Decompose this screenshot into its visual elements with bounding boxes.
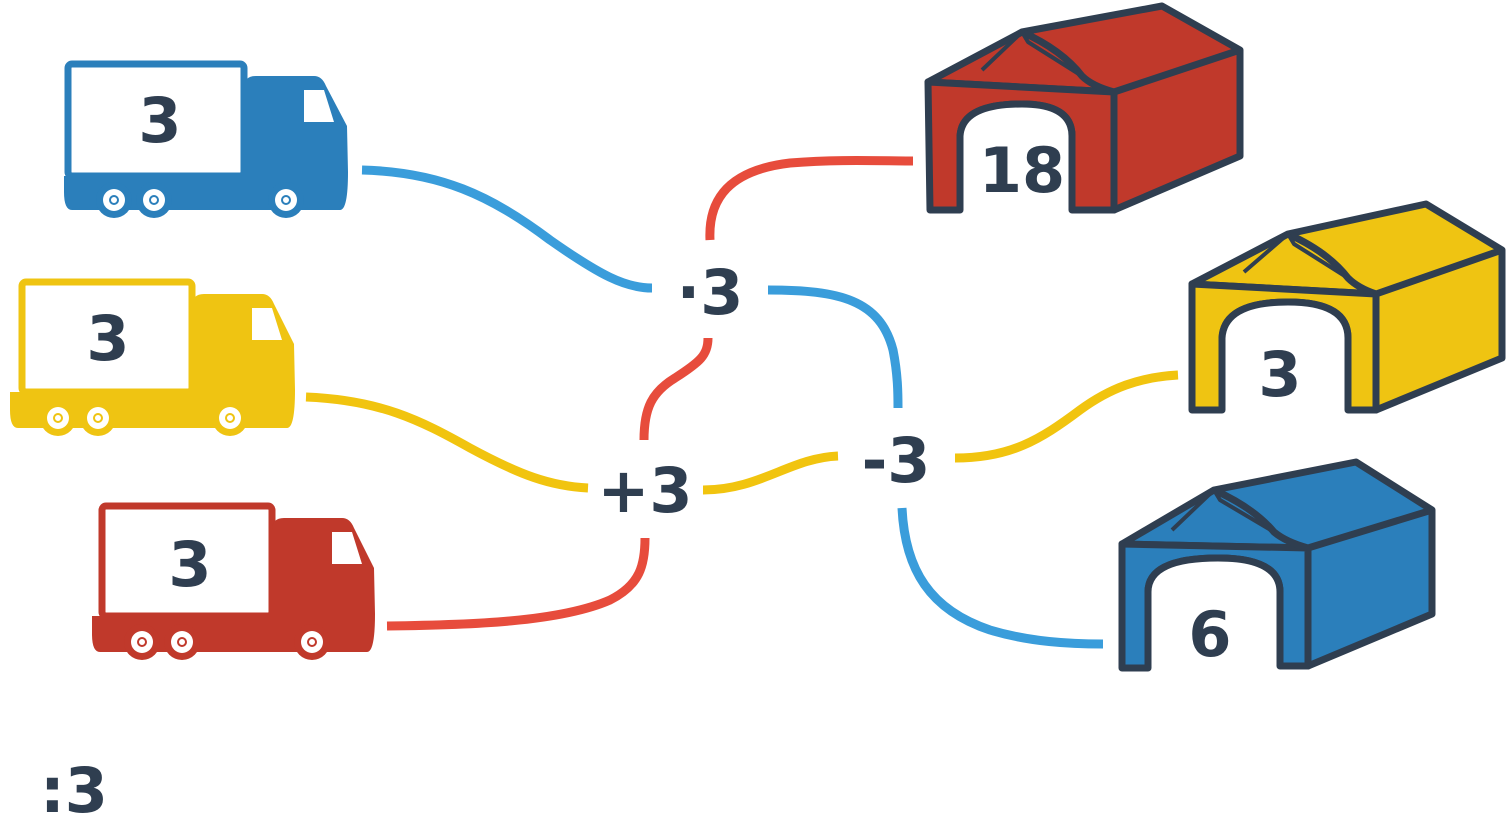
- operator-multiply-label: ·3: [677, 256, 744, 329]
- truck-icon: [10, 278, 295, 436]
- road-blue-subtract-to-garage: [897, 507, 1104, 649]
- roads: [305, 156, 1179, 649]
- leftover-operator[interactable]: :3: [40, 754, 108, 827]
- garage-yellow[interactable]: 3: [1188, 200, 1506, 416]
- garage-yellow-value: 3: [1258, 338, 1301, 411]
- road-red-multiply-to-garage: [705, 156, 914, 241]
- leftover-operator-label: :3: [40, 754, 108, 827]
- road-blue-truck-to-multiply: [361, 165, 653, 293]
- truck-red[interactable]: 3: [92, 502, 375, 660]
- garage-icon: [1188, 200, 1506, 416]
- road-blue-multiply-to-subtract: [767, 285, 903, 409]
- operator-add[interactable]: +3: [597, 454, 692, 527]
- truck-red-load: 3: [168, 528, 211, 601]
- garage-icon: [924, 2, 1244, 216]
- operator-subtract[interactable]: -3: [862, 424, 931, 497]
- operator-add-label: +3: [597, 454, 692, 527]
- garage-blue-value: 6: [1188, 598, 1231, 671]
- road-yellow-add-to-subtract: [702, 451, 839, 495]
- road-red-add-to-multiply: [639, 337, 713, 441]
- truck-blue-load: 3: [138, 84, 181, 157]
- road-red-truck-to-add: [386, 537, 650, 631]
- operator-subtract-label: -3: [862, 424, 931, 497]
- truck-yellow-load: 3: [86, 302, 129, 375]
- truck-yellow[interactable]: 3: [10, 278, 295, 436]
- garage-red[interactable]: 18: [924, 2, 1244, 216]
- road-yellow-truck-to-add: [305, 392, 589, 493]
- operator-multiply[interactable]: ·3: [677, 256, 744, 329]
- garage-blue[interactable]: 6: [1118, 458, 1436, 672]
- garage-icon: [1118, 458, 1436, 672]
- truck-blue[interactable]: 3: [64, 60, 348, 218]
- garage-red-value: 18: [979, 134, 1065, 207]
- truck-icon: [92, 502, 375, 660]
- truck-icon: [64, 60, 348, 218]
- road-yellow-subtract-to-garage: [954, 370, 1179, 463]
